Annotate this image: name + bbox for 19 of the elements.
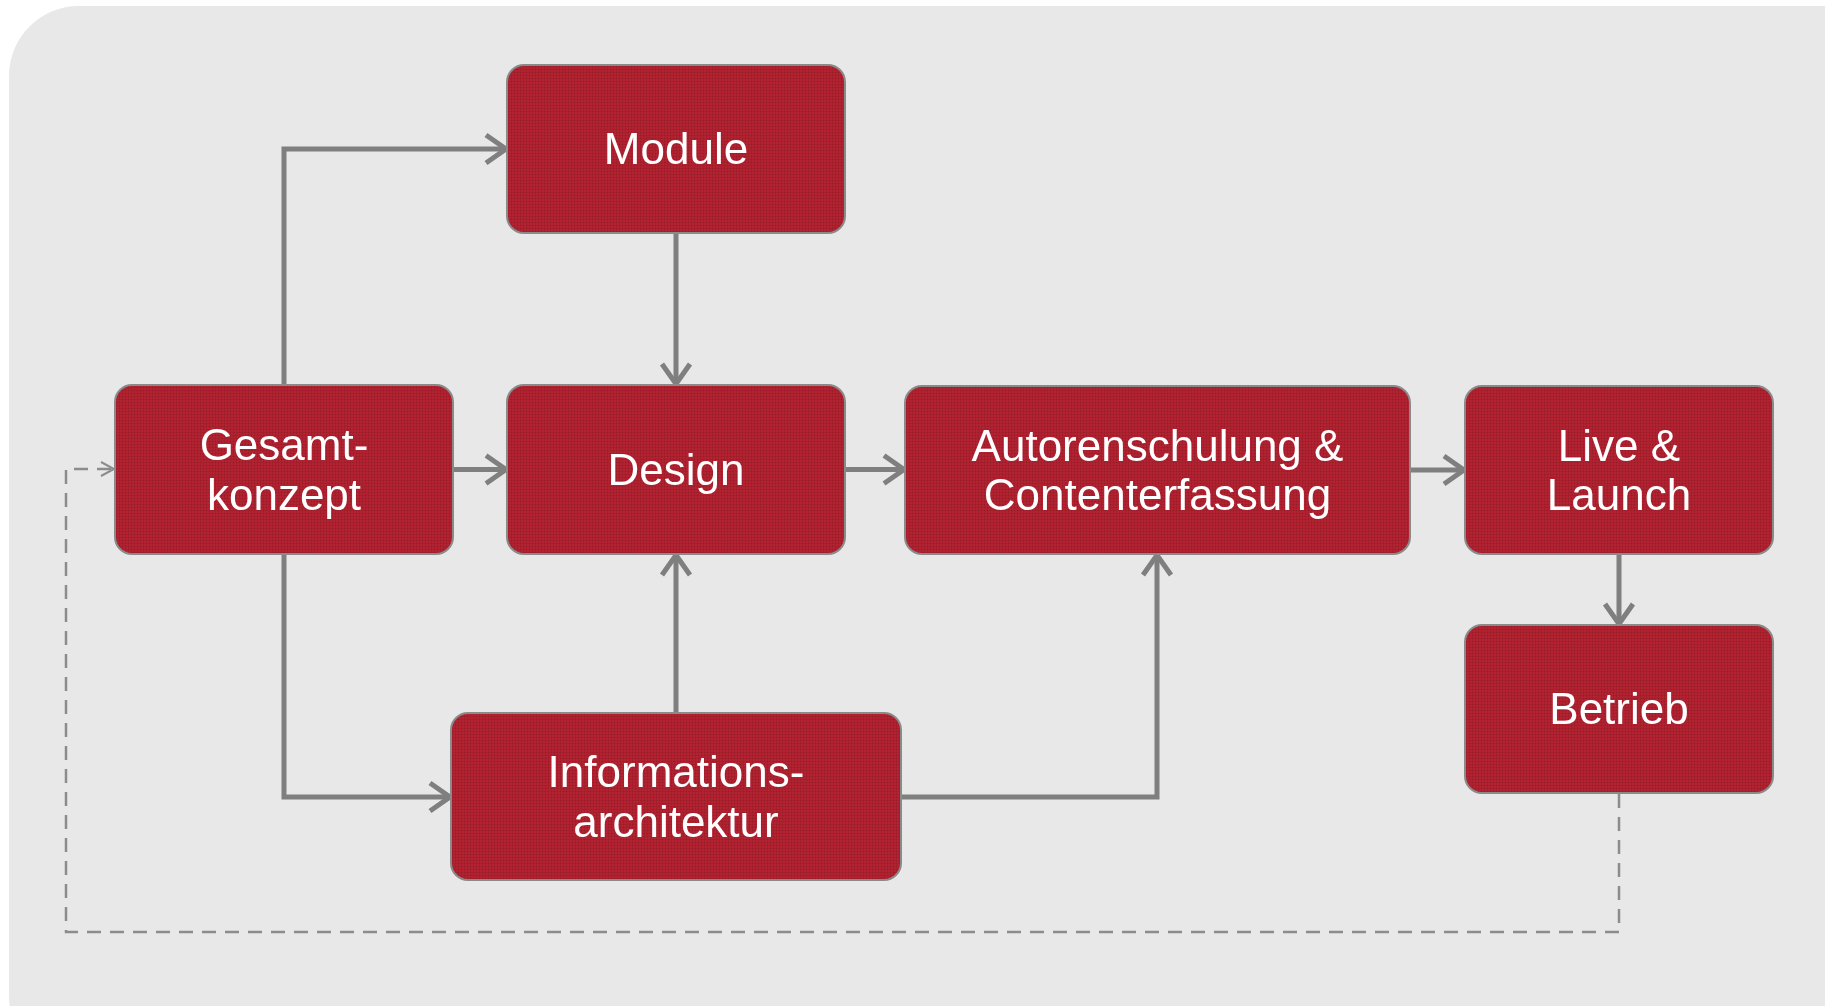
process-box: [506, 384, 846, 555]
box-label: Design: [607, 444, 745, 495]
arrow: [659, 552, 693, 712]
box-label: Gesamt- konzept: [198, 420, 370, 519]
process-box: [904, 385, 1411, 555]
box-label: Informations- architektur: [546, 747, 806, 846]
process-box: [1464, 624, 1774, 794]
arrow: [902, 552, 1174, 800]
box-label: Autorenschulung & Contenterfassung: [970, 420, 1345, 520]
box-label: Module: [603, 124, 749, 174]
arrow: [659, 234, 693, 387]
process-box: [450, 712, 902, 881]
box-label: Live & Launch: [1545, 420, 1693, 520]
process-box: [1464, 385, 1774, 555]
arrow: [64, 461, 1621, 934]
arrow: [1602, 555, 1636, 627]
process-box: [506, 64, 846, 234]
box-label: Betrieb: [1549, 684, 1689, 734]
process-box: [114, 384, 454, 555]
